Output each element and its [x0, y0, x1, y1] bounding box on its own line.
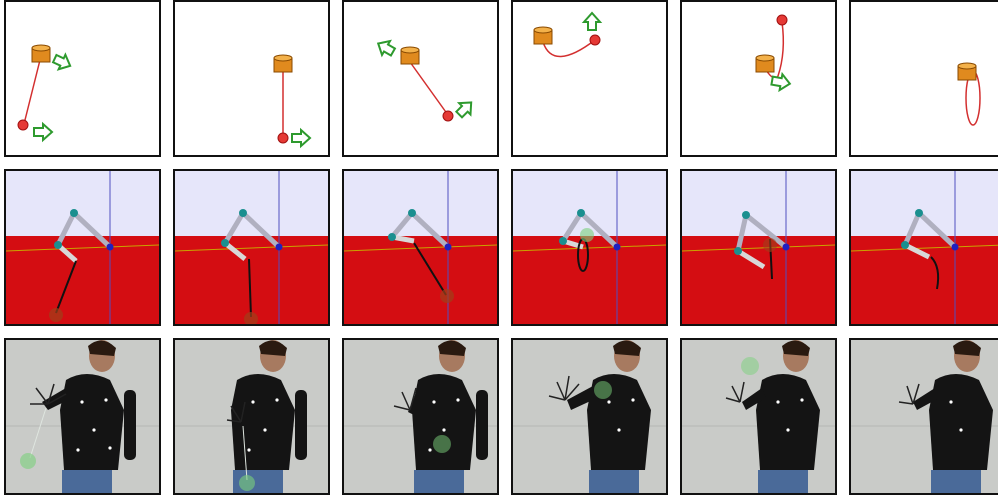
ball-icon [442, 110, 454, 122]
video-frame-6 [849, 338, 998, 495]
robot-arm [54, 209, 114, 263]
hand-tool [30, 383, 67, 405]
robot-arm [388, 209, 452, 251]
robot-panel-1 [4, 169, 161, 326]
hand-tool [548, 375, 580, 401]
arrow-icon [291, 127, 312, 149]
arrow-icon [770, 71, 792, 93]
schematic-panel-4 [511, 0, 668, 157]
motion-marker-icon [440, 289, 454, 303]
ball-icon [277, 132, 289, 144]
schematic-panel-1 [4, 0, 161, 157]
cord [242, 425, 248, 481]
ball-icon [776, 14, 788, 26]
motion-marker-icon [239, 475, 255, 491]
robot-panel-3 [342, 169, 499, 326]
ball-icon [17, 119, 29, 131]
tether-line [23, 59, 41, 125]
cord [930, 256, 940, 290]
video-frame-2 [173, 338, 330, 495]
robot-arm [901, 209, 959, 260]
video-frame-4 [511, 338, 668, 495]
hand-tool [393, 387, 417, 411]
motion-marker-icon [741, 357, 759, 375]
cord [248, 258, 252, 318]
cylinder-icon [533, 26, 553, 45]
motion-marker-icon [244, 312, 258, 324]
cylinder-icon [273, 54, 293, 73]
tether-line [765, 21, 785, 79]
hand-tool [226, 401, 246, 423]
schematic-panel-2 [173, 0, 330, 157]
hand-tool [725, 381, 745, 403]
schematic-panel-6 [849, 0, 998, 157]
cord [55, 260, 77, 314]
person [913, 340, 993, 493]
motion-marker-icon [433, 435, 451, 453]
robot-arm [221, 209, 283, 261]
arrow-icon [51, 52, 72, 71]
video-frame-1 [4, 338, 161, 495]
arrow-icon [376, 39, 397, 58]
robot-panel-2 [173, 169, 330, 326]
tether-line [409, 61, 449, 116]
tether-line [542, 39, 596, 58]
cord [413, 242, 447, 296]
robot-panel-4 [511, 169, 668, 326]
robot-panel-5 [680, 169, 837, 326]
arrow-icon [454, 101, 473, 119]
video-frame-5 [680, 338, 837, 495]
arrow-icon [581, 11, 603, 31]
motion-marker-icon [763, 238, 777, 252]
ball-icon [589, 34, 601, 46]
schematic-panel-5 [680, 0, 837, 157]
person [742, 340, 820, 493]
person [408, 340, 488, 493]
cylinder-icon [957, 62, 977, 81]
cylinder-icon [31, 44, 51, 63]
person [567, 340, 651, 493]
motion-marker-icon [49, 308, 63, 322]
hand-tool [898, 383, 920, 405]
video-frame-3 [342, 338, 499, 495]
cylinder-icon [400, 46, 420, 65]
motion-marker-icon [20, 453, 36, 469]
arrow-icon [33, 121, 54, 143]
cord [29, 407, 47, 459]
schematic-panel-3 [342, 0, 499, 157]
cylinder-icon [755, 54, 775, 73]
motion-marker-icon [594, 381, 612, 399]
motion-marker-icon [580, 228, 594, 242]
robot-panel-6 [849, 169, 998, 326]
robot-arm [734, 211, 790, 270]
